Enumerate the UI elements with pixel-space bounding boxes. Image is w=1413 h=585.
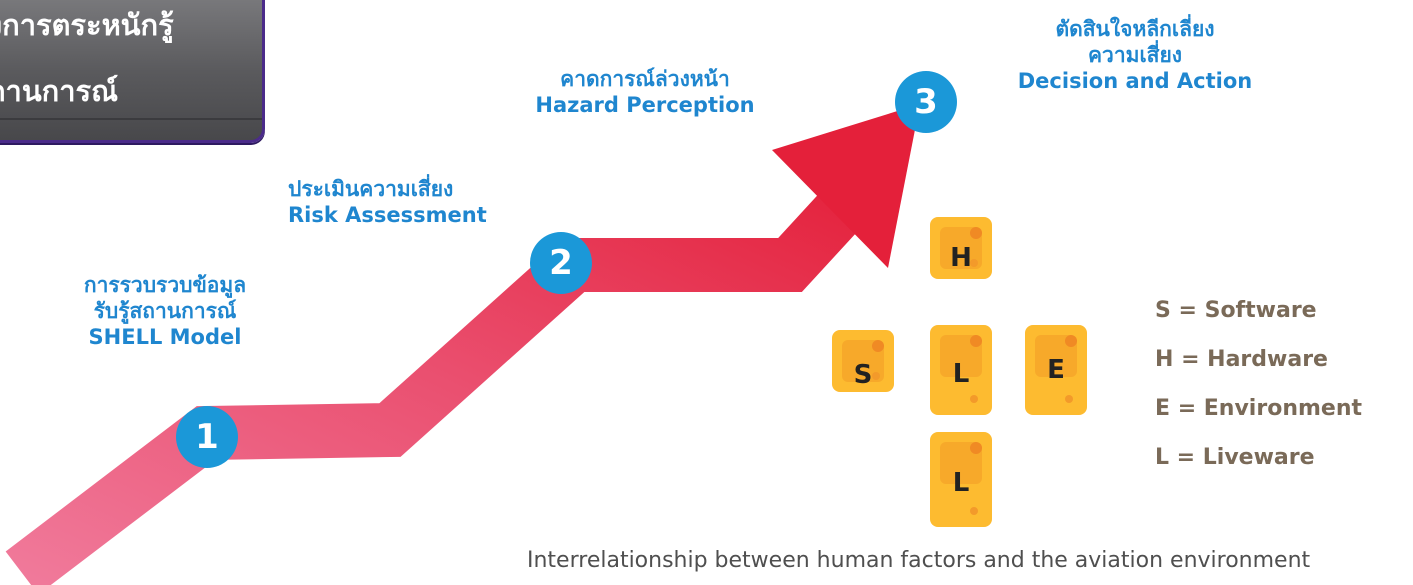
puzzle-piece-h: H: [930, 217, 992, 279]
puzzle-letter-s: S: [853, 360, 873, 390]
puzzle-dot: [872, 340, 884, 352]
step-1-line-2: รับรู้สถานการณ์: [93, 299, 237, 323]
puzzle-dot: [872, 372, 880, 380]
puzzle-dot: [1065, 395, 1073, 403]
step-1-line-1: การรวบรวบข้อมูล: [83, 273, 247, 297]
step-3-circle: 3: [895, 71, 957, 133]
puzzle-piece-l-bottom: L: [930, 432, 992, 527]
legend-item-liveware: L = Liveware: [1155, 445, 1315, 470]
puzzle-letter-l-bottom: L: [952, 468, 970, 498]
step-2-line-1: ประเมินความเสี่ยง: [288, 177, 454, 201]
puzzle-dot: [970, 227, 982, 239]
puzzle-dot: [970, 395, 978, 403]
step-3-line-2: ความเสี่ยง: [1087, 43, 1183, 67]
step-hazard-line-1: คาดการณ์ล่วงหน้า: [560, 67, 730, 91]
step-3-line-3: Decision and Action: [1017, 69, 1253, 93]
title-box: งการตระหนักรู้ ถานการณ์: [0, 0, 265, 143]
legend-item-software: S = Software: [1155, 298, 1317, 323]
title-divider: [0, 118, 262, 120]
puzzle-dot: [970, 335, 982, 347]
puzzle-piece-s: S: [832, 330, 894, 392]
step-1-line-3: SHELL Model: [88, 325, 242, 349]
arrow-head: [772, 104, 920, 268]
legend-item-hardware: H = Hardware: [1155, 347, 1328, 372]
step-3-label: ตัดสินใจหลีกเลี่ยง ความเสี่ยง Decision a…: [990, 16, 1280, 94]
puzzle-piece-l-center: L: [930, 325, 992, 415]
shell-legend: S = Software H = Hardware E = Environmen…: [1155, 291, 1362, 487]
step-hazard-label: คาดการณ์ล่วงหน้า Hazard Perception: [505, 66, 785, 118]
step-1-label: การรวบรวบข้อมูล รับรู้สถานการณ์ SHELL Mo…: [40, 272, 290, 350]
puzzle-dot: [1065, 335, 1077, 347]
step-2-circle: 2: [530, 232, 592, 294]
diagram-caption: Interrelationship between human factors …: [527, 548, 1311, 573]
title-line-1: งการตระหนักรู้: [0, 8, 174, 42]
step-1-circle: 1: [176, 406, 238, 468]
legend-item-environment: E = Environment: [1155, 396, 1363, 421]
step-2-line-2: Risk Assessment: [288, 203, 487, 227]
step-3-line-1: ตัดสินใจหลีกเลี่ยง: [1055, 17, 1215, 41]
title-line-2: ถานการณ์: [0, 74, 118, 108]
puzzle-piece-e: E: [1025, 325, 1087, 415]
puzzle-letter-h: H: [950, 243, 972, 273]
step-2-label: ประเมินความเสี่ยง Risk Assessment: [288, 176, 487, 228]
arrow-body: [5, 159, 890, 585]
puzzle-dot: [970, 507, 978, 515]
puzzle-letter-l-center: L: [952, 359, 970, 389]
puzzle-dot: [970, 442, 982, 454]
puzzle-dot: [970, 259, 978, 267]
step-hazard-line-2: Hazard Perception: [535, 93, 755, 117]
puzzle-letter-e: E: [1047, 355, 1065, 385]
